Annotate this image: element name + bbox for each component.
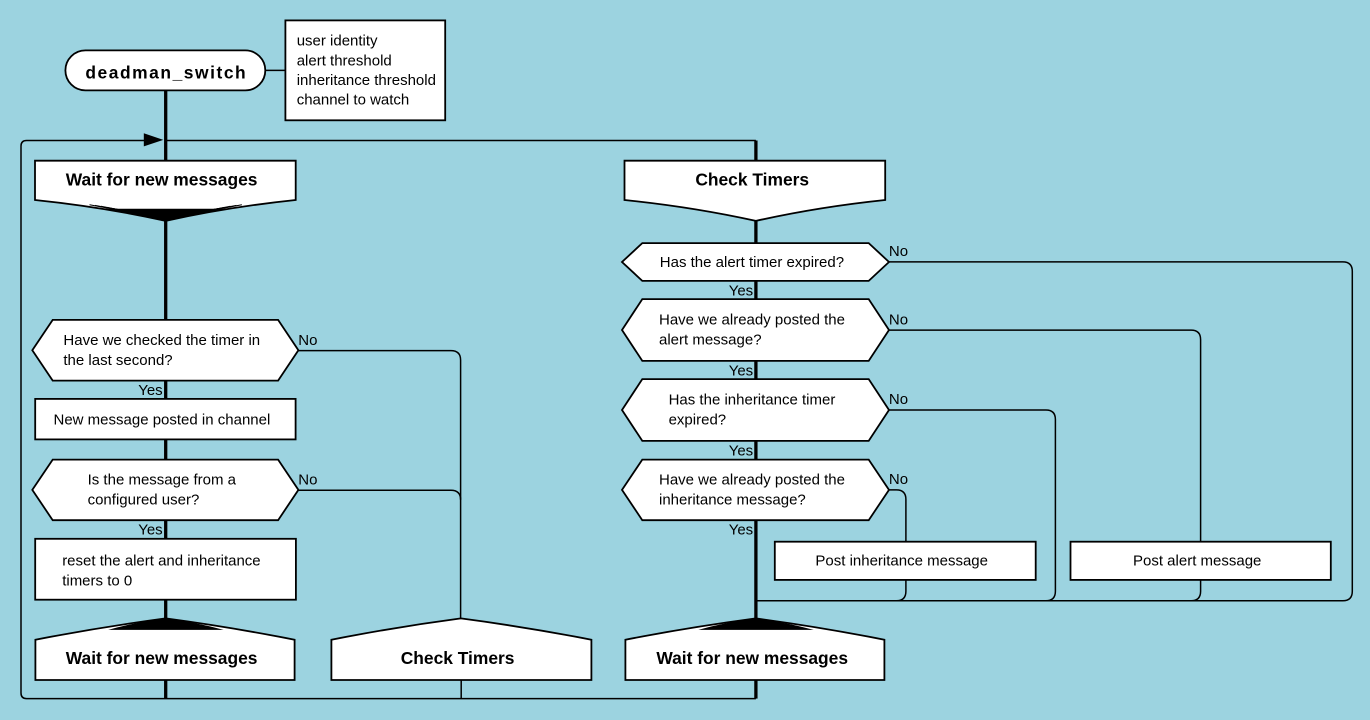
svg-text:Is the message from a: Is the message from a [88, 472, 237, 489]
svg-text:Wait for new messages: Wait for new messages [66, 170, 258, 190]
svg-text:No: No [889, 471, 908, 488]
svg-text:No: No [298, 332, 317, 349]
svg-text:Has the alert timer expired?: Has the alert timer expired? [660, 254, 844, 271]
svg-text:reset the alert and inheritanc: reset the alert and inheritance [62, 553, 260, 570]
svg-text:Have we already posted the: Have we already posted the [659, 312, 845, 329]
svg-text:alert threshold: alert threshold [297, 52, 392, 69]
svg-text:user identity: user identity [297, 33, 378, 50]
svg-text:configured user?: configured user? [88, 491, 200, 508]
svg-text:Yes: Yes [138, 522, 162, 539]
svg-text:Check Timers: Check Timers [401, 648, 515, 668]
svg-text:Yes: Yes [729, 522, 753, 539]
svg-text:Yes: Yes [729, 442, 753, 459]
svg-text:No: No [889, 311, 908, 328]
svg-text:New message posted in channel: New message posted in channel [54, 411, 271, 428]
svg-text:inheritance threshold: inheritance threshold [297, 72, 436, 89]
svg-text:Post inheritance message: Post inheritance message [815, 553, 988, 570]
svg-text:Check Timers: Check Timers [695, 170, 809, 190]
svg-text:deadman_switch: deadman_switch [85, 62, 247, 82]
svg-text:the last second?: the last second? [63, 352, 172, 369]
svg-text:alert message?: alert message? [659, 332, 762, 349]
svg-text:Has the inheritance timer: Has the inheritance timer [669, 392, 836, 409]
svg-text:No: No [298, 471, 317, 488]
svg-text:timers to 0: timers to 0 [62, 573, 132, 590]
svg-text:Post alert message: Post alert message [1133, 553, 1261, 570]
svg-text:channel to watch: channel to watch [297, 92, 410, 109]
svg-text:Have we checked the timer in: Have we checked the timer in [63, 332, 260, 349]
svg-text:Wait for new messages: Wait for new messages [66, 648, 258, 668]
svg-text:Yes: Yes [729, 362, 753, 379]
svg-text:No: No [889, 391, 908, 408]
svg-text:inheritance message?: inheritance message? [659, 491, 806, 508]
svg-text:Wait for new messages: Wait for new messages [656, 648, 848, 668]
svg-text:Have we already posted the: Have we already posted the [659, 472, 845, 489]
svg-text:No: No [889, 243, 908, 260]
svg-text:Yes: Yes [729, 282, 753, 299]
svg-text:Yes: Yes [138, 382, 162, 399]
svg-text:expired?: expired? [669, 412, 727, 429]
